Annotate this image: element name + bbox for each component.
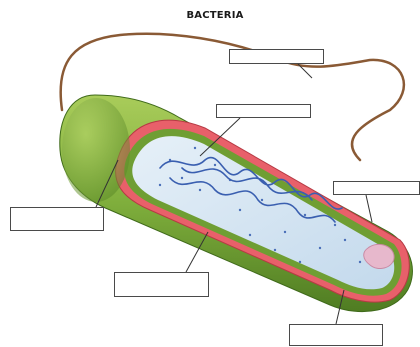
label-box-flagellum[interactable] [229,49,324,64]
label-box-cell-wall[interactable] [289,324,383,346]
label-box-cell-membrane[interactable] [114,272,209,297]
label-box-ribosome[interactable] [333,181,420,195]
label-box-nucleoid[interactable] [216,104,311,118]
label-box-capsule[interactable] [10,207,104,231]
